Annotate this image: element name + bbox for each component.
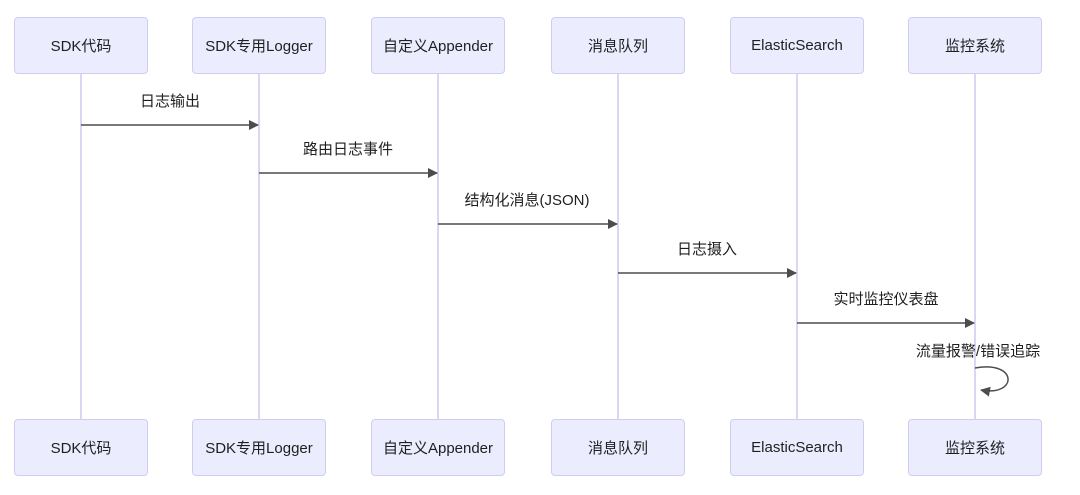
actor-bottom-elasticsearch: ElasticSearch <box>730 419 864 476</box>
actor-label: SDK专用Logger <box>205 440 313 457</box>
actor-label: 自定义Appender <box>382 38 494 55</box>
actor-top-message-queue: 消息队列 <box>551 17 685 74</box>
actor-label: SDK专用Logger <box>205 38 313 55</box>
actor-bottom-sdk-logger: SDK专用Logger <box>192 419 326 476</box>
actor-top-custom-appender: 自定义Appender <box>371 17 505 74</box>
actor-label: SDK代码 <box>50 440 112 457</box>
message-label-4: 日志摄入 <box>676 241 738 258</box>
actor-label: 监控系统 <box>944 38 1005 55</box>
message-label-2: 路由日志事件 <box>302 141 394 158</box>
actor-bottom-monitoring: 监控系统 <box>908 419 1042 476</box>
actor-bottom-sdk-code: SDK代码 <box>14 419 148 476</box>
actor-label: 消息队列 <box>587 440 648 457</box>
actor-top-monitoring: 监控系统 <box>908 17 1042 74</box>
actor-label: 自定义Appender <box>382 440 494 457</box>
actor-top-elasticsearch: ElasticSearch <box>730 17 864 74</box>
actor-top-sdk-logger: SDK专用Logger <box>192 17 326 74</box>
actor-bottom-message-queue: 消息队列 <box>551 419 685 476</box>
actor-bottom-custom-appender: 自定义Appender <box>371 419 505 476</box>
actor-label: ElasticSearch <box>751 439 843 456</box>
self-loop-arrow <box>974 366 1009 397</box>
message-label-5: 实时监控仪表盘 <box>833 291 939 308</box>
actor-label: 消息队列 <box>587 38 648 55</box>
actor-top-sdk-code: SDK代码 <box>14 17 148 74</box>
actor-label: SDK代码 <box>50 38 112 55</box>
message-label-1: 日志输出 <box>139 93 201 110</box>
actor-label: ElasticSearch <box>751 37 843 54</box>
message-label-6: 流量报警/错误追踪 <box>915 343 1041 360</box>
message-label-3: 结构化消息(JSON) <box>464 192 590 209</box>
actor-label: 监控系统 <box>944 440 1005 457</box>
